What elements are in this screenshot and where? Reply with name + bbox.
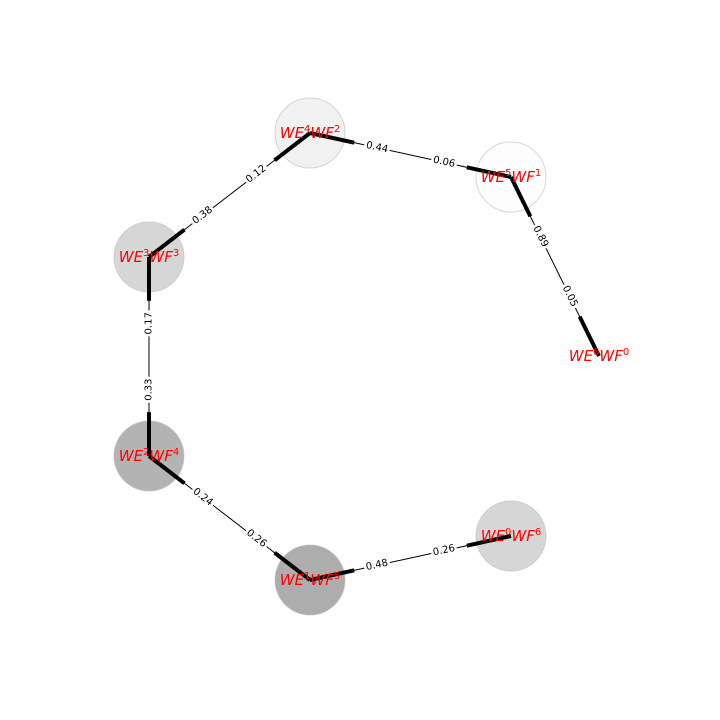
svg-text:0.26: 0.26 [432,543,456,559]
edge-weight-label: 0.44 [362,138,392,158]
edge-weight-label: 0.26 [429,541,459,561]
edge-weight-label: 0.06 [429,152,459,172]
nodes-layer [113,97,547,616]
edge-n4-n5 [309,131,512,179]
edge-weight-label: 0.05 [557,281,582,312]
edge-weight-label: 0.24 [188,483,218,511]
edge-n5-n6 [509,176,601,357]
edge-weight-label: 0.38 [188,202,218,230]
edge-weight-label: 0.12 [241,160,271,188]
edge-n1-n2 [147,454,312,582]
node-label-n5: WE5WF1 [481,168,542,186]
edge-weight-label: 0.89 [528,221,553,252]
node-label-n4: WE4WF2 [280,124,341,142]
svg-text:0.33: 0.33 [144,379,155,401]
node-label-n1: WE1WF5 [280,571,341,589]
edge-weight-label: 0.26 [241,525,271,553]
node-label-n0: WE0WF6 [481,527,542,545]
labels-layer: 0.26 0.48 0.26 0.24 0.33 0.17 0.38 0.12 0.44 0.06… [119,124,630,589]
edges-layer [147,131,601,582]
edge-n0-n1 [309,534,512,582]
svg-text:0.48: 0.48 [365,558,389,574]
node-label-n3: WE3WF3 [119,248,180,266]
edge-weight-label: 0.17 [142,310,156,337]
node-label-n6: WE6WF0 [569,347,630,365]
node-label-n2: WE2WF4 [119,447,180,465]
edge-n3-n4 [147,131,312,259]
edge-weight-label: 0.33 [142,376,156,403]
svg-text:0.44: 0.44 [365,140,389,156]
svg-text:0.17: 0.17 [144,312,155,334]
edge-weight-label: 0.48 [362,555,392,575]
svg-text:0.06: 0.06 [432,155,456,171]
